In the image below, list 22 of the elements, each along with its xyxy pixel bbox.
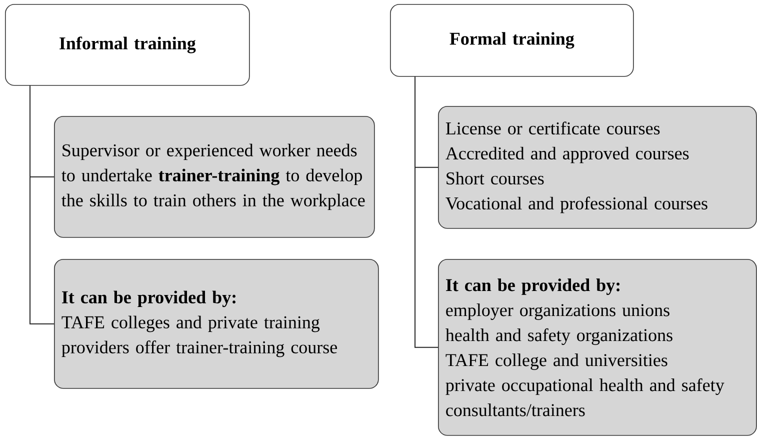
heading-text: It can be provided by: bbox=[62, 290, 236, 308]
body-text: TAFE college and universities bbox=[446, 354, 668, 370]
info-box bbox=[54, 116, 375, 238]
info-box bbox=[438, 259, 757, 436]
category-box bbox=[5, 4, 250, 86]
connector-line bbox=[30, 85, 54, 324]
body-text: Short courses bbox=[446, 172, 544, 184]
body-text: License or certificate courses bbox=[446, 122, 660, 134]
body-text: private occupational health and safety consultants/trainers bbox=[446, 378, 724, 416]
body-text: TAFE colleges and private training providers offer trainer-training course bbox=[62, 316, 337, 358]
info-box bbox=[438, 106, 757, 229]
heading-text: It can be provided by: bbox=[446, 278, 620, 295]
connector-line bbox=[414, 76, 438, 348]
body-text: employer organizations unions bbox=[446, 304, 670, 320]
body-text: Accredited and approved courses bbox=[446, 146, 689, 164]
title-text: Informal training bbox=[60, 36, 196, 54]
info-box bbox=[54, 259, 379, 389]
body-text: Supervisor or experienced worker needs to undertake trainer-training to develop the skills to train others in the workplace bbox=[62, 144, 365, 210]
body-text: Vocational and professional courses bbox=[446, 196, 708, 214]
title-text: Formal training bbox=[450, 32, 574, 49]
category-box bbox=[390, 4, 634, 77]
body-text: health and safety organizations bbox=[446, 328, 672, 345]
